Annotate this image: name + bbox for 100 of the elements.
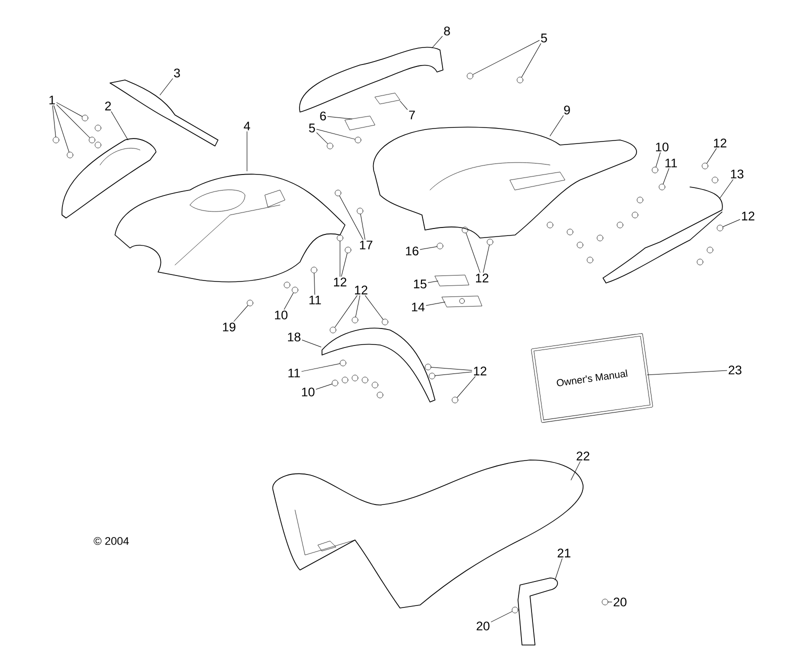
fastener	[486, 238, 494, 246]
callout-number: 22	[576, 452, 590, 460]
callout-number: 9	[564, 106, 570, 114]
fastener	[462, 226, 468, 234]
callout-number: 21	[558, 548, 570, 558]
callout-number: 3	[174, 68, 180, 78]
leader-line	[234, 305, 248, 322]
fastener	[82, 114, 88, 122]
leader-line	[327, 116, 352, 120]
fastener	[66, 152, 74, 158]
callout-number: 12	[714, 138, 726, 148]
leader-line	[284, 292, 294, 310]
leader-line	[430, 367, 472, 371]
fastener	[292, 286, 298, 294]
fastener	[658, 184, 666, 190]
leader-line	[434, 372, 472, 376]
leader-line	[554, 558, 562, 580]
callout-number: 11	[665, 158, 677, 168]
leader-line	[341, 252, 348, 277]
leader-line	[490, 611, 512, 622]
callout-number: 2	[105, 102, 111, 110]
leader-line	[550, 115, 564, 136]
leader-line	[160, 78, 173, 96]
fastener	[330, 326, 336, 334]
leader-line	[246, 131, 248, 172]
leader-line	[339, 196, 364, 240]
leader-line	[302, 340, 322, 348]
fastener	[602, 598, 608, 606]
callout-number: 5	[541, 34, 547, 42]
callout-number: 6	[320, 112, 326, 120]
leader-line	[570, 461, 580, 480]
fastener	[382, 318, 388, 326]
callout-number: 15	[414, 280, 426, 288]
fastener	[436, 242, 444, 250]
callout-number: 12	[474, 366, 486, 376]
fastener	[332, 380, 338, 386]
leader-line	[521, 43, 542, 78]
callout-number: 7	[409, 110, 415, 120]
leader-line	[472, 40, 540, 75]
leader-line	[316, 132, 328, 144]
callout-number: 19	[223, 322, 236, 332]
fastener	[310, 266, 318, 274]
callout-number: 23	[728, 366, 742, 374]
leader-line	[316, 384, 332, 390]
fastener	[512, 606, 518, 614]
leader-line	[720, 179, 734, 198]
leader-line	[56, 102, 82, 117]
fastener	[246, 300, 254, 306]
leader-line	[656, 152, 661, 168]
leader-line	[56, 104, 90, 138]
callout-number: 16	[406, 246, 418, 256]
leader-line	[364, 295, 384, 320]
leader-line	[426, 302, 446, 306]
callout-number: 20	[476, 622, 490, 630]
fastener	[52, 136, 60, 144]
fastener	[356, 208, 364, 214]
callout-number: 11	[288, 368, 300, 378]
fastener	[326, 142, 334, 150]
copyright-note: © 2004	[94, 537, 129, 545]
callout-number: 8	[444, 26, 450, 36]
leader-line	[420, 246, 438, 250]
callout-number: 1	[49, 96, 55, 104]
callout-number: 13	[731, 170, 744, 178]
callout-number: 12	[476, 274, 488, 282]
fastener	[354, 136, 362, 144]
fastener	[452, 396, 458, 404]
leader-line	[314, 272, 316, 295]
leader-line	[456, 376, 476, 398]
leader-line	[360, 214, 366, 240]
leader-line	[334, 295, 358, 328]
fastener	[716, 224, 724, 232]
callout-number: 17	[360, 240, 372, 250]
callout-number: 10	[656, 142, 668, 152]
fastener	[340, 360, 346, 366]
fastener	[352, 316, 358, 324]
leader-line	[706, 148, 717, 164]
leader-line	[647, 370, 728, 376]
callout-number: 12	[742, 212, 754, 220]
callout-number: 10	[302, 388, 314, 396]
leader-line	[466, 232, 480, 273]
callout-number: 11	[309, 296, 321, 304]
fastener	[516, 76, 524, 84]
callout-number: 20	[614, 598, 626, 606]
fastener	[336, 234, 344, 242]
callout-number: 18	[288, 332, 300, 342]
leader-line	[428, 280, 438, 283]
callout-number: 5	[309, 124, 315, 132]
fastener	[344, 246, 352, 254]
leader-line	[316, 128, 356, 140]
callout-number: 10	[275, 310, 288, 320]
leader-line	[52, 105, 56, 138]
leader-line	[432, 36, 443, 48]
leader-line	[355, 295, 360, 318]
fastener	[702, 162, 708, 170]
callout-number: 14	[412, 302, 425, 312]
leader-line	[400, 100, 408, 110]
callout-number: 12	[355, 286, 368, 294]
leader-line	[54, 105, 70, 152]
fastener	[334, 190, 342, 196]
leader-line	[483, 244, 490, 273]
